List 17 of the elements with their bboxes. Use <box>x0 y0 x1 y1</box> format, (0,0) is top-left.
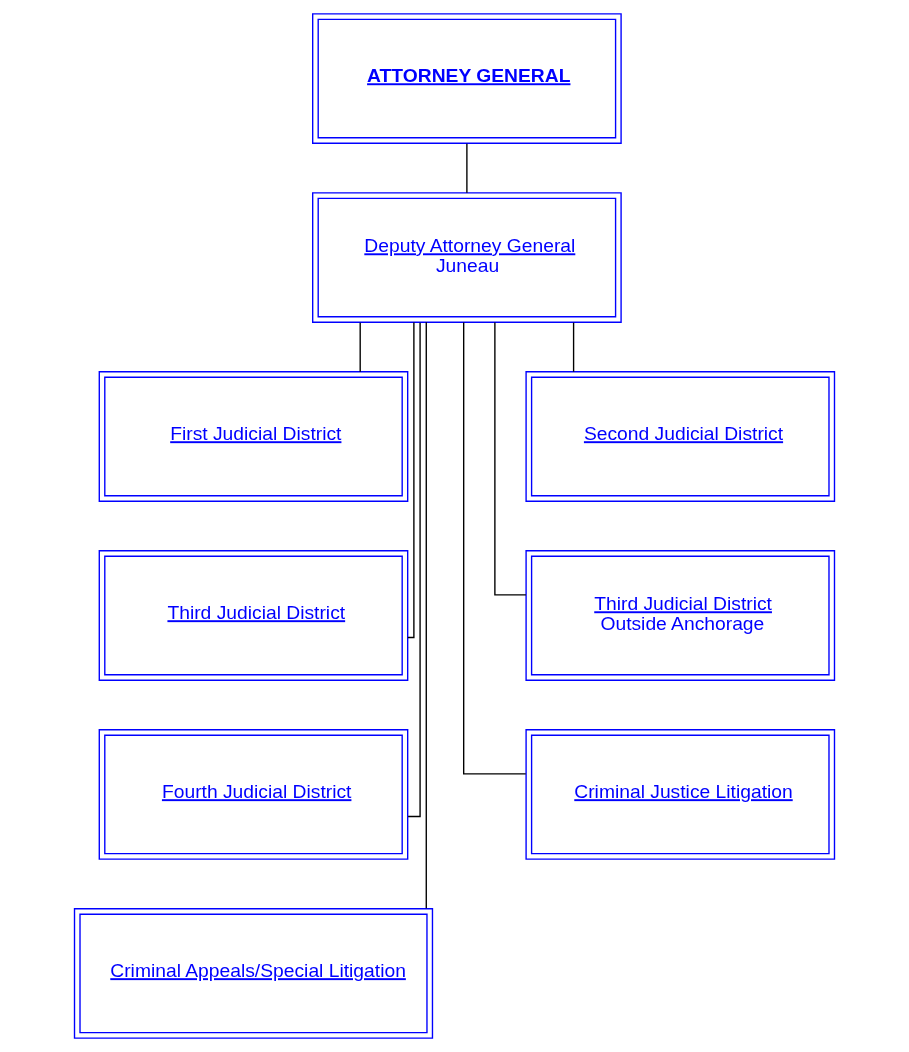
node-box: ATTORNEY GENERAL <box>312 13 622 144</box>
node-box: Criminal Justice Litigation <box>525 729 836 860</box>
connector <box>466 143 468 194</box>
node-box: First Judicial District <box>98 371 409 502</box>
node-box: Deputy Attorney General Juneau <box>312 192 622 323</box>
node-box: Second Judicial District <box>525 371 836 502</box>
node-box: Fourth Judicial District <box>98 729 409 860</box>
connector <box>407 322 421 818</box>
connector <box>425 321 427 909</box>
node-box: Third Judicial District Outside Anchorage <box>525 550 836 681</box>
node-box: Criminal Appeals/Special Litigation <box>73 908 434 1039</box>
connector <box>494 321 527 596</box>
connector <box>463 321 527 775</box>
connector <box>572 321 575 373</box>
node-box: Third Judicial District <box>98 550 409 681</box>
connector <box>359 321 361 373</box>
connector <box>407 321 415 639</box>
